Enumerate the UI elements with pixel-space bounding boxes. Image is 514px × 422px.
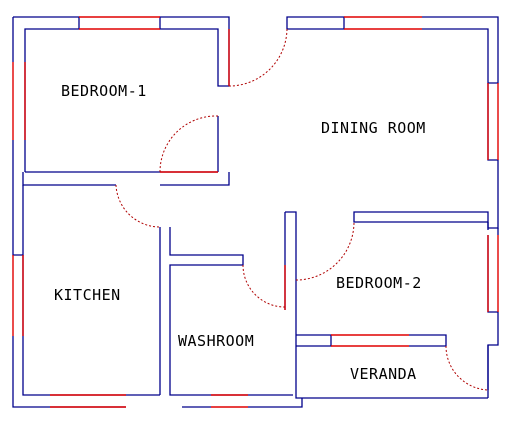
wall-mid-horizontal [22, 172, 230, 186]
window-bedroom2-right [487, 235, 499, 312]
wall-left-pier-2 [12, 336, 50, 408]
wall-dining-top [286, 16, 499, 84]
door-swing-kitchen [115, 184, 161, 228]
wall-bedroom1-top-right [159, 16, 230, 87]
label-washroom: WASHROOM [178, 332, 254, 350]
wall-dining-right [353, 83, 499, 229]
walls [12, 16, 499, 408]
door-swing-dining-entry [228, 28, 288, 87]
wall-left-pier-1 [12, 140, 24, 256]
wall-bottom-outer [50, 398, 303, 408]
door-swing-bedroom1 [159, 115, 219, 173]
label-bedroom2: BEDROOM-2 [336, 274, 422, 292]
door-swing-bedroom2 [295, 221, 355, 281]
label-kitchen: KITCHEN [54, 286, 121, 304]
wall-veranda-top [296, 334, 447, 347]
window-bedroom1-top [79, 16, 160, 30]
window-dining-right [487, 83, 499, 160]
window-dining-top [344, 16, 422, 30]
wall-kitchen-right [159, 227, 293, 396]
window-kitchen-left [12, 255, 24, 336]
label-veranda: VERANDA [350, 365, 417, 383]
window-kitchen-bottom [50, 394, 126, 408]
door-swing-veranda [445, 345, 489, 391]
wall-bedroom2-right [487, 222, 499, 398]
window-veranda-top [331, 334, 409, 347]
wall-kitchen-inner-left [22, 255, 160, 396]
door-swing-washroom [242, 264, 286, 308]
label-bedroom1: BEDROOM-1 [61, 82, 147, 100]
label-dining-room: DINING ROOM [321, 119, 426, 137]
windows [12, 16, 499, 408]
door-swings [115, 28, 489, 391]
window-washroom-bottom [211, 394, 248, 408]
window-bedroom1-left [12, 62, 26, 140]
